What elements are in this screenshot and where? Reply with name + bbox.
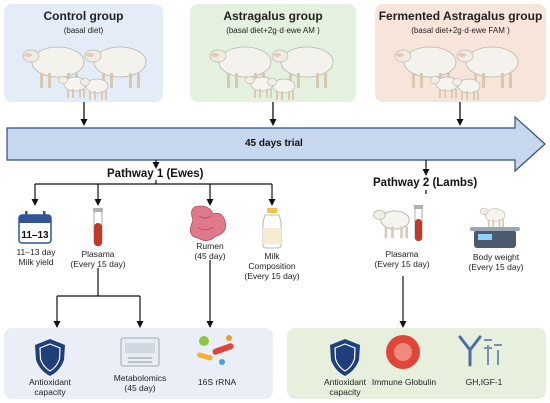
milk-bottle-icon xyxy=(262,208,282,249)
milk-composition-line3: (Every 15 day) xyxy=(244,271,300,281)
metabolomics-instrument-icon xyxy=(120,337,160,367)
body-weight-label-line2: (Every 15 day) xyxy=(468,262,524,272)
metabolomics-label: Metabolomics (45 day) xyxy=(105,373,175,393)
metabolomics-label-line2: (45 day) xyxy=(124,383,156,393)
16s-rrna-label: 16S rRNA xyxy=(197,377,237,387)
body-weight-label-line1: Body weight xyxy=(472,252,520,262)
control-group-title: Control group xyxy=(43,9,124,23)
immune-globulin-label: Immune Globulin xyxy=(371,377,437,387)
lamb-icon xyxy=(372,209,410,239)
scale-icon xyxy=(470,207,520,248)
test-tube-icon-lambs xyxy=(414,205,423,242)
trial-label: 45 days trial xyxy=(245,138,303,149)
bacteria-icon xyxy=(197,335,234,365)
body-weight-label: Body weight (Every 15 day) xyxy=(462,252,530,272)
lamb-antioxidant-label: Antioxidant capacity xyxy=(315,377,375,397)
calendar-icon-text: 11–13 xyxy=(21,230,49,241)
red-blood-cell-icon xyxy=(386,335,420,369)
pathway2-title: Pathway 2 (Lambs) xyxy=(373,177,478,189)
fermented-group-subtitle: (basal diet+2g·d·ewe FAM ) xyxy=(411,26,510,35)
gh-igf-label: GH,IGF-1 xyxy=(465,377,503,387)
milk-yield-label-line2: Milk yield xyxy=(18,257,54,267)
astragalus-sheep-illustration xyxy=(209,46,334,101)
rumen-label-line2: (45 day) xyxy=(194,251,226,261)
milk-composition-line1: Milk xyxy=(264,251,280,261)
milk-composition-label: Milk Composition (Every 15 day) xyxy=(238,251,306,281)
rumen-icon xyxy=(189,205,226,241)
plasma-label-line2: (Every 15 day) xyxy=(70,259,126,269)
trial-arrow-bar xyxy=(6,115,546,173)
plasma-label-line1: Plasama xyxy=(81,249,115,259)
antibody-icon xyxy=(458,335,502,367)
control-sheep-illustration xyxy=(22,46,147,101)
astragalus-group-title: Astragalus group xyxy=(223,9,323,23)
milk-composition-line2: Composition xyxy=(248,261,296,271)
fermented-sheep-illustration xyxy=(394,46,519,101)
plasma-label: Plasama (Every 15 day) xyxy=(66,249,130,269)
antioxidant-label: Antioxidant capacity xyxy=(20,377,80,397)
lamb-antioxidant-label-line1: Antioxidant xyxy=(323,377,367,387)
rumen-label: Rumen (45 day) xyxy=(182,241,238,261)
lamb-plasma-label-line2: (Every 15 day) xyxy=(374,259,430,269)
control-group-subtitle: (basal diet) xyxy=(63,26,104,35)
shield-icon-lambs xyxy=(329,338,361,377)
metabolomics-label-line1: Metabolomics xyxy=(113,373,167,383)
fermented-group-title: Fermented Astragalus group xyxy=(378,9,543,23)
pathway1-title: Pathway 1 (Ewes) xyxy=(107,168,204,180)
calendar-icon: 11–13 xyxy=(18,211,52,244)
lamb-plasma-label: Plasama (Every 15 day) xyxy=(370,249,434,269)
lamb-plasma-label-line1: Plasama xyxy=(385,249,419,259)
test-tube-icon xyxy=(93,208,103,247)
antioxidant-label-line1: Antioxidant xyxy=(28,377,72,387)
pathway2-outcome-box xyxy=(287,328,546,399)
lamb-antioxidant-label-line2: capacity xyxy=(329,387,361,397)
antioxidant-label-line2: capacity xyxy=(34,387,66,397)
astragalus-group-subtitle: (basal diet+2g·d·ewe AM ) xyxy=(226,26,320,35)
milk-yield-label-line1: 11–13 day xyxy=(16,247,56,257)
shield-icon xyxy=(34,338,66,377)
milk-yield-label: 11–13 day Milk yield xyxy=(8,247,64,267)
rumen-label-line1: Rumen xyxy=(196,241,224,251)
